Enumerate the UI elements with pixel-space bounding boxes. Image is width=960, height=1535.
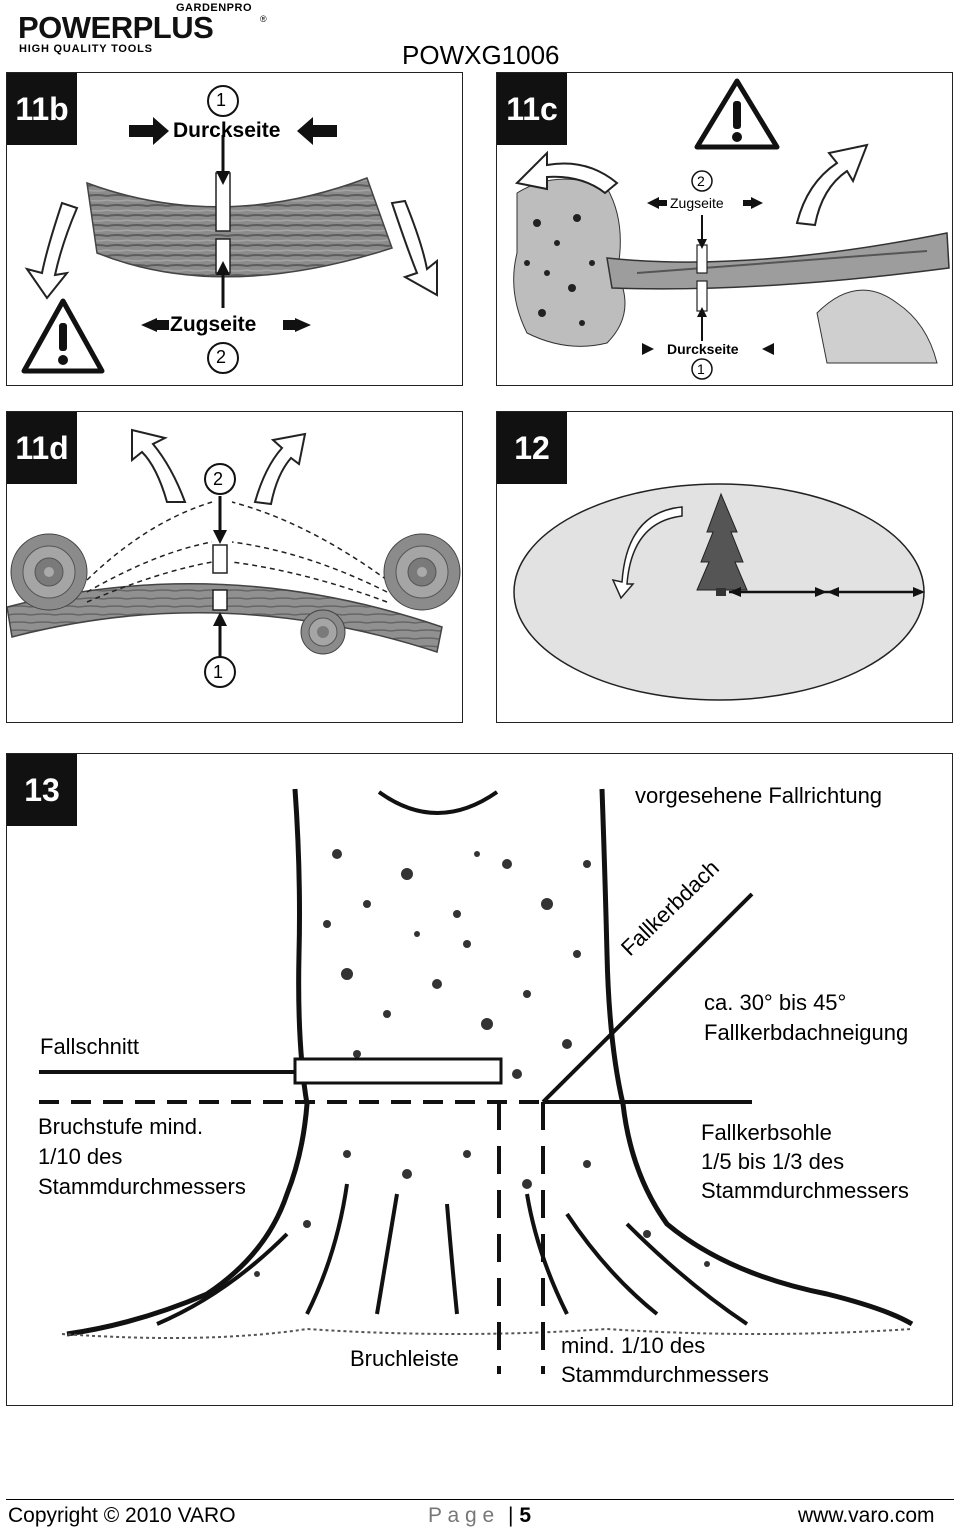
page-indicator: P a g e | 5 (428, 1504, 531, 1528)
sohle-label-2: 1/5 bis 1/3 des (701, 1149, 845, 1174)
sohle-label-1: Fallkerbsohle (701, 1120, 832, 1145)
brand-registered-mark: ® (260, 14, 267, 24)
panel-tag: 12 (497, 412, 567, 484)
panel-11d-illustration (7, 428, 461, 688)
panel-13-illustration (39, 788, 914, 1374)
page-number: 5 (519, 1504, 532, 1527)
brand-main-plus: PLUS (132, 10, 214, 45)
panel-tag: 11b (7, 73, 77, 145)
panel-tag: 13 (7, 754, 77, 826)
bruchstufe-label-2: 1/10 des (38, 1144, 123, 1169)
panel-11b-top-label: Durckseite (173, 119, 281, 142)
panel-12: 12 (496, 411, 953, 723)
brand-logo: GARDENPRO POWERPLUS ® HIGH QUALITY TOOLS (18, 2, 278, 55)
brand-main: POWERPLUS (18, 10, 214, 45)
panel-tag: 11c (497, 73, 567, 145)
panel-11d-n2: 2 (213, 469, 224, 489)
panel-11b: 11b 1 2 Durc (6, 72, 463, 386)
brand-subtitle: HIGH QUALITY TOOLS (19, 43, 153, 55)
fall-direction-label: vorgesehene Fallrichtung (635, 783, 883, 808)
website-link[interactable]: www.varo.com (798, 1504, 935, 1527)
angle-label-1: ca. 30° bis 45° (704, 990, 847, 1015)
bruchleiste-label: Bruchleiste (350, 1346, 459, 1371)
panel-13: 13 (6, 753, 953, 1406)
footer-rule (6, 1499, 954, 1500)
brand-main-power: POWER (18, 10, 133, 45)
panel-11b-illustration (21, 85, 438, 374)
panel-11c-bottom-label: Durckseite (667, 341, 739, 357)
panel-11d: 11d (6, 411, 463, 723)
panel-12-illustration (513, 483, 925, 701)
panel-11b-n1: 1 (216, 90, 227, 110)
panel-11c-n2: 2 (697, 173, 705, 189)
panel-11c-n1: 1 (697, 361, 705, 377)
sohle-label-3: Stammdurchmessers (701, 1178, 909, 1203)
panel-11c-top-label: Zugseite (670, 195, 724, 211)
panel-11b-bottom-label: Zugseite (170, 313, 257, 336)
panel-11c-illustration (513, 78, 950, 380)
panel-11c: 11c 2 1 Zugseite (496, 72, 953, 386)
angle-label-2: Fallkerbdachneigung (704, 1020, 909, 1045)
fallschnitt-label: Fallschnitt (40, 1034, 140, 1059)
brand-top-text: GARDENPRO (176, 2, 253, 14)
bruchstufe-label-3: Stammdurchmessers (38, 1174, 246, 1199)
panel-11d-n1: 1 (213, 662, 224, 682)
mind-label-2: Stammdurchmessers (561, 1362, 769, 1387)
page-separator: | (508, 1504, 514, 1527)
panel-11b-n2: 2 (216, 347, 227, 367)
copyright: Copyright © 2010 VARO (8, 1504, 236, 1527)
mind-label-1: mind. 1/10 des (561, 1333, 706, 1358)
panel-tag: 11d (7, 412, 77, 484)
model-number: POWXG1006 (402, 40, 560, 70)
bent-log (86, 177, 393, 278)
bruchstufe-label-1: Bruchstufe mind. (38, 1114, 204, 1139)
page-label: P a g e (428, 1504, 495, 1527)
